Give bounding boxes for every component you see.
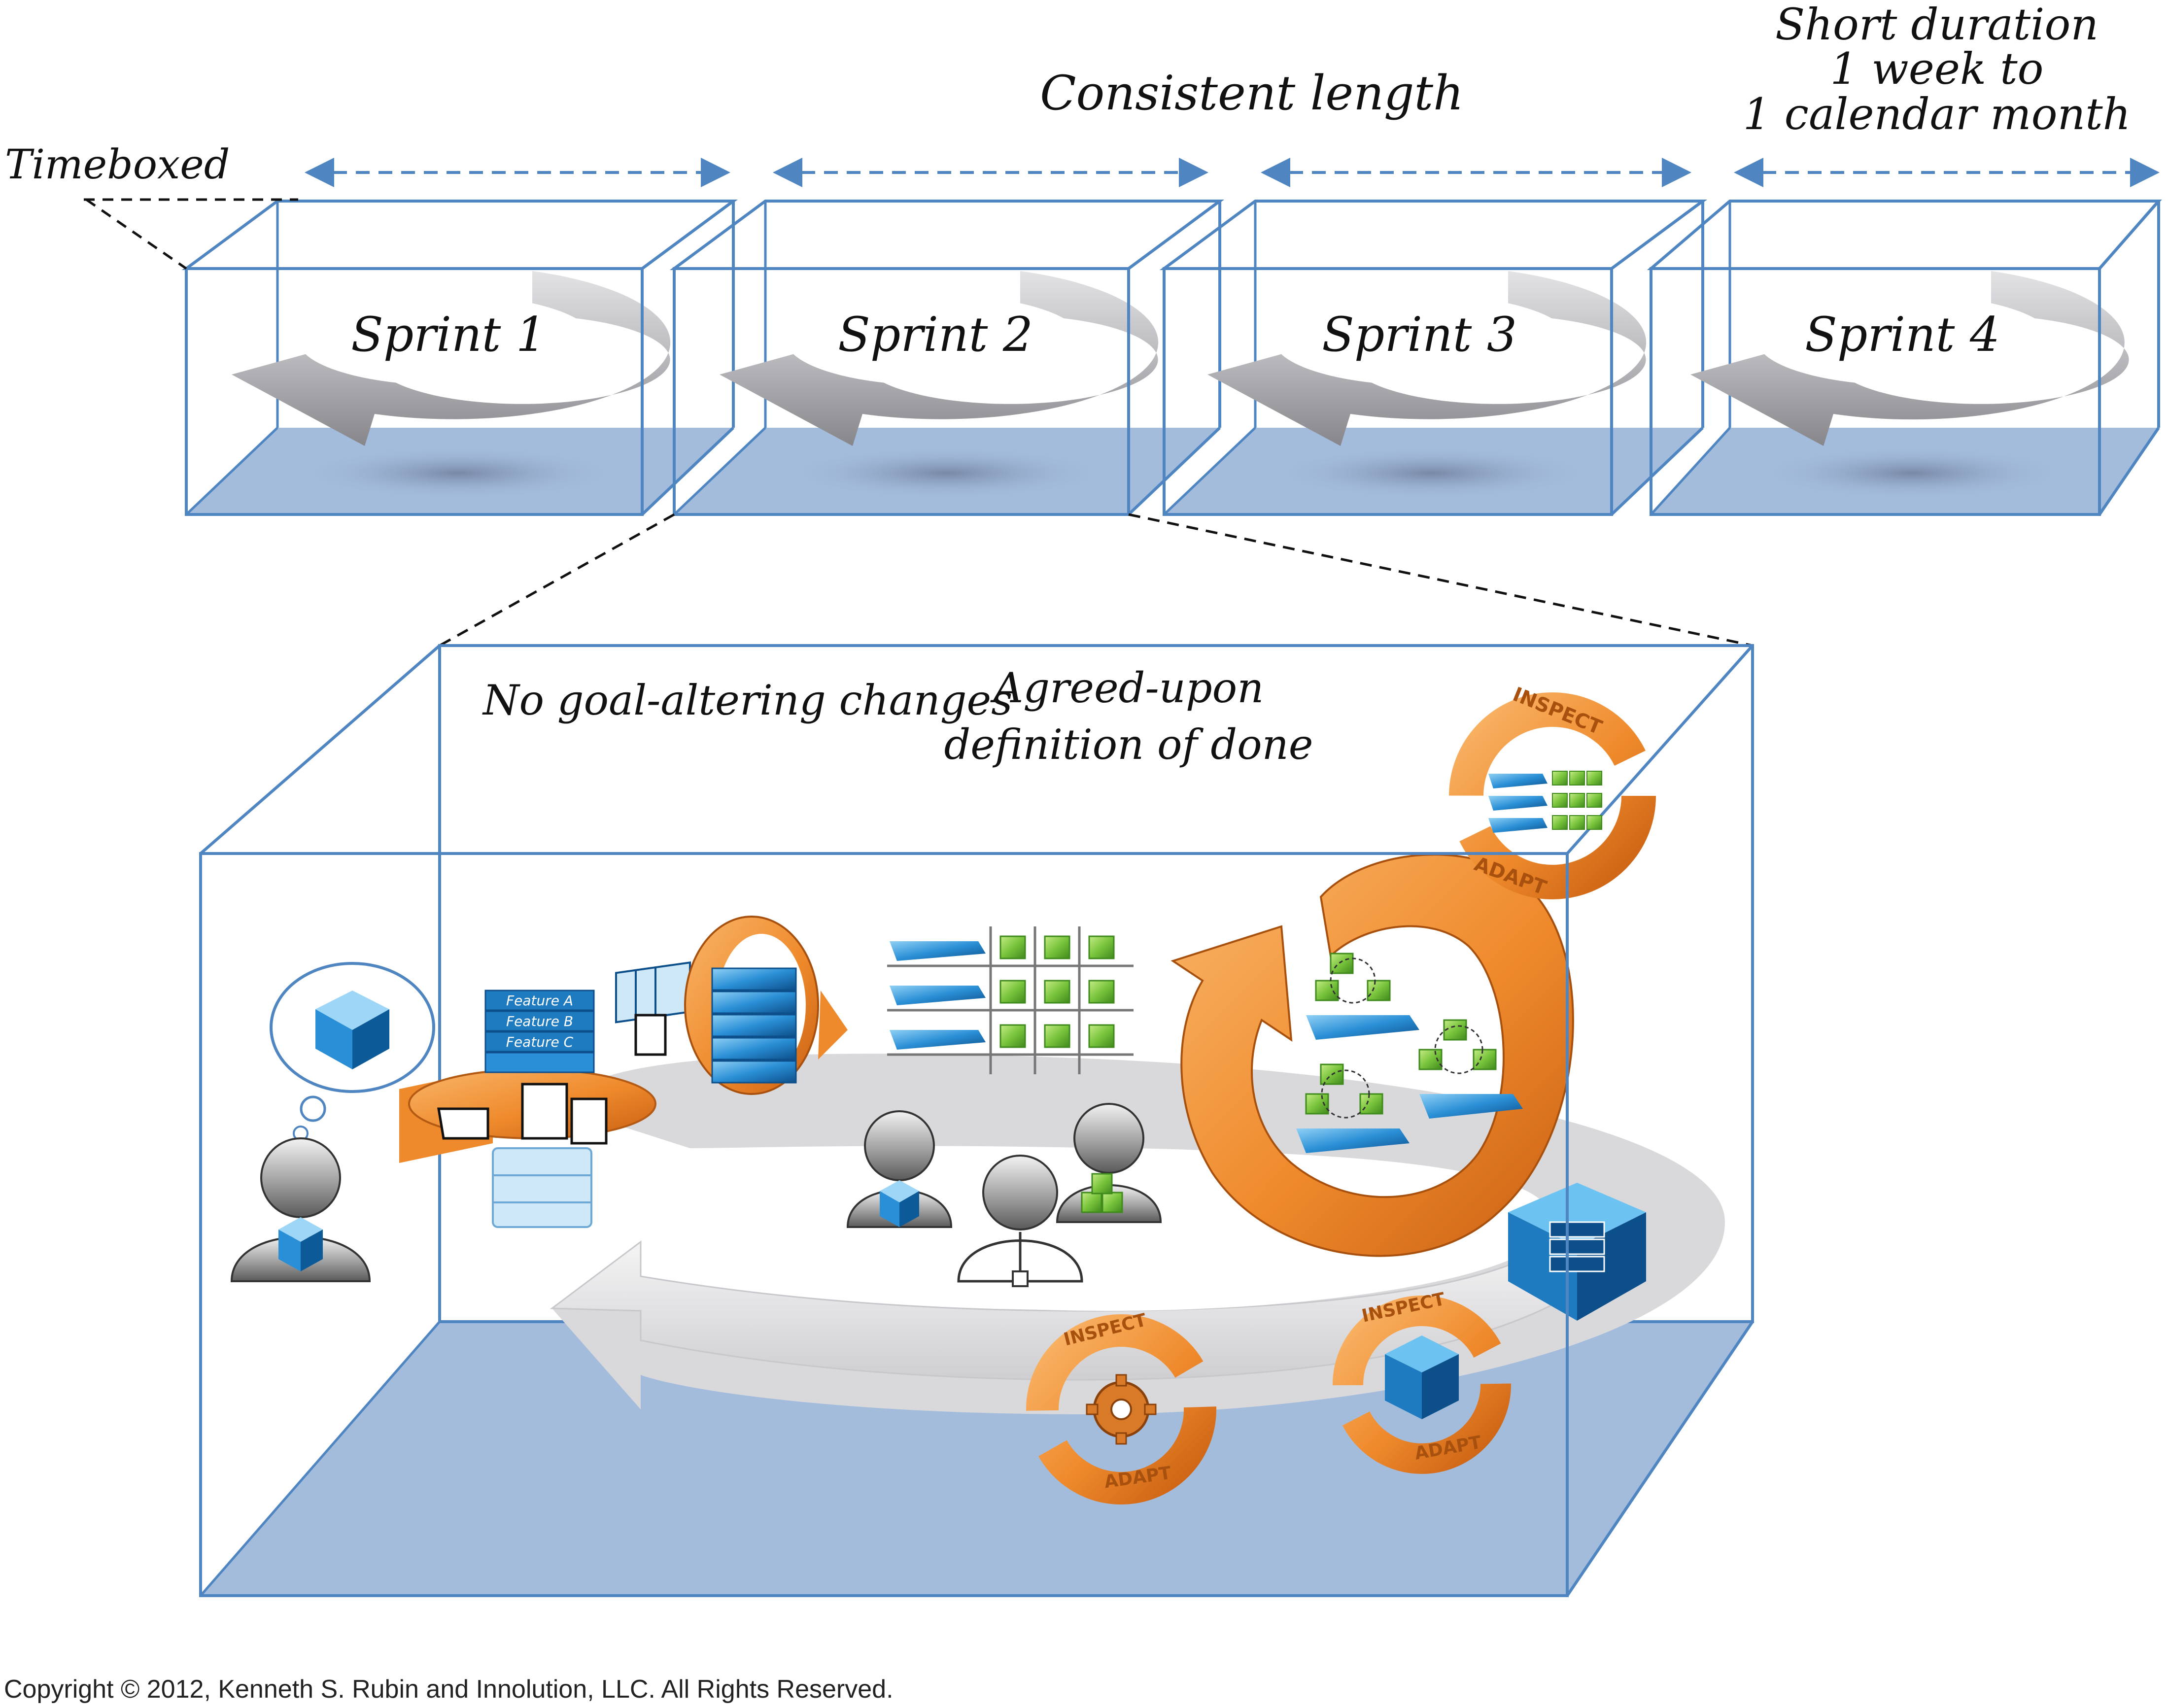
feature-backlog-stack: Feature A Feature B Feature C (485, 991, 594, 1072)
sprint-1-label: Sprint 1 (351, 307, 546, 362)
task-cards-icon (616, 962, 690, 1022)
backlog-stack-icon (712, 968, 796, 1083)
definition-of-done-line-2: definition of done (944, 720, 1313, 769)
sprint-planning-table: Feature A Feature B Feature C (399, 962, 690, 1227)
feature-b-label: Feature B (506, 1013, 573, 1029)
sprint-box-2: Sprint 2 (674, 201, 1220, 514)
sprint-detail-box: Feature A Feature B Feature C (201, 646, 1753, 1596)
inspect-adapt-top: INSPECT ADAPT (1466, 683, 1639, 900)
sprint-row: Sprint 1 Sprint 2 (186, 172, 2159, 514)
consistent-length-label: Consistent length (1040, 66, 1464, 121)
timeboxed-label: Timeboxed (5, 141, 230, 188)
sprint-box-1: Sprint 1 (186, 201, 733, 514)
short-duration-line-1: Short duration (1775, 0, 2099, 50)
zoom-lines (440, 514, 1753, 646)
sprint-3-label: Sprint 3 (1322, 307, 1517, 362)
badge-icon (1013, 1271, 1028, 1286)
mini-task-grid-icon (1488, 771, 1602, 833)
sprint-4-label: Sprint 4 (1805, 307, 2000, 362)
sprint-box-4: Sprint 4 (1651, 201, 2159, 514)
copyright-notice: Copyright © 2012, Kenneth S. Rubin and I… (4, 1675, 894, 1704)
task-board-grid (887, 926, 1134, 1074)
top-annotations: Timeboxed Consistent length Short durati… (5, 0, 2131, 269)
short-duration-line-2: 1 week to (1830, 43, 2043, 94)
no-goal-altering-label: No goal-altering changes (482, 676, 1012, 724)
detail-annotations: No goal-altering changes Agreed-upon def… (482, 664, 1313, 769)
sprint-box-3: Sprint 3 (1164, 201, 1703, 514)
definition-of-done-line-1: Agreed-upon (990, 664, 1264, 712)
person-icon (232, 1138, 370, 1281)
daily-scrum-cycle (1173, 854, 1573, 1256)
sprint-2-label: Sprint 2 (838, 307, 1033, 362)
feature-c-label: Feature C (506, 1034, 574, 1050)
short-duration-line-3: 1 calendar month (1743, 89, 2131, 139)
feature-a-label: Feature A (506, 992, 573, 1009)
